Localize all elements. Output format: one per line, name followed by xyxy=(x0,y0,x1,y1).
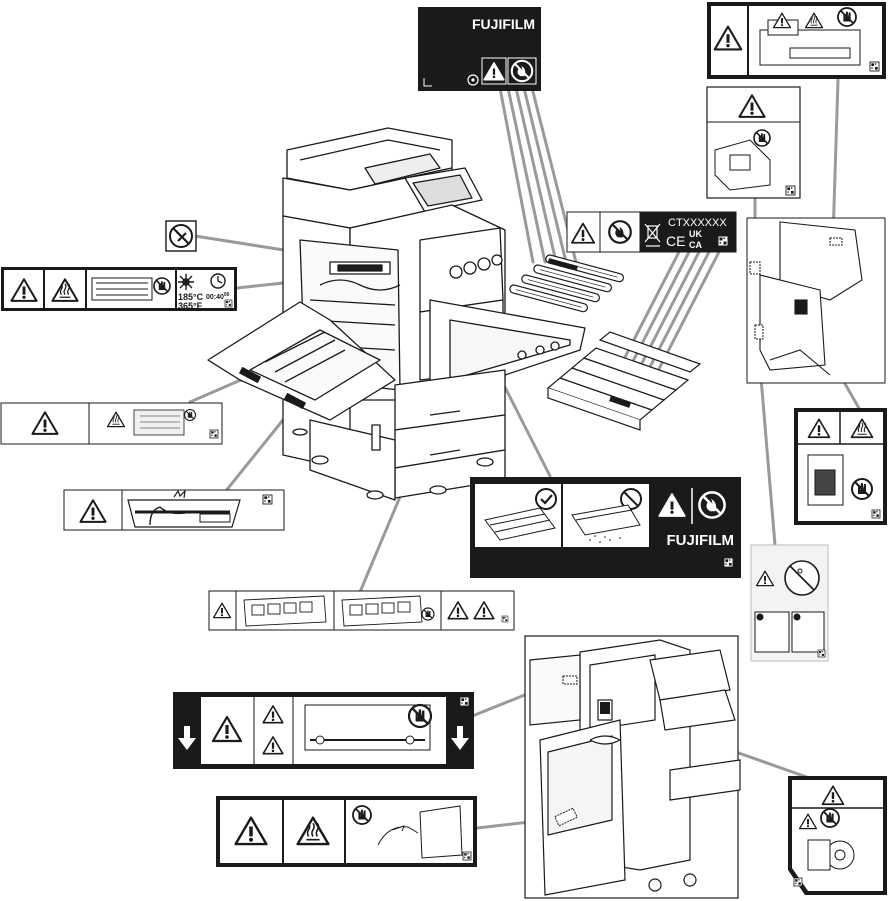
arrow-down-icon-right xyxy=(451,726,469,750)
fuser-cool-time: 00:4000 xyxy=(206,292,230,301)
label-right-hot xyxy=(794,408,887,525)
no-touch-icon xyxy=(153,277,171,295)
no-touch-icon xyxy=(183,408,197,422)
label-finisher-rotating xyxy=(173,692,474,769)
arrow-down-icon-left xyxy=(178,726,196,750)
label-vertical-right xyxy=(706,86,801,199)
right-machine-detail xyxy=(746,217,886,384)
developer-illustration-a xyxy=(243,595,327,627)
no-touch-icon xyxy=(851,478,873,500)
qr-code-icon xyxy=(224,299,233,308)
qr-code-icon xyxy=(462,851,472,861)
no-touch-icon xyxy=(407,703,433,729)
qr-code-icon xyxy=(501,615,509,623)
label-developer-units xyxy=(208,590,515,631)
no-touch-icon xyxy=(820,808,840,828)
ok-check-icon xyxy=(535,488,557,510)
fuser-temp-f: 365°F xyxy=(178,301,203,311)
no-lean-icon xyxy=(784,560,820,596)
label-transfer-hot xyxy=(0,402,223,445)
developer-illustration-b xyxy=(341,595,423,627)
qr-code-icon xyxy=(262,494,273,505)
label-no-tools xyxy=(165,220,197,252)
timer-icon xyxy=(210,273,226,289)
finisher-illustration xyxy=(304,704,431,751)
no-touch-icon xyxy=(837,7,857,27)
prohibited-icon xyxy=(620,488,642,510)
main-printer-illustration xyxy=(207,127,586,501)
finisher-illustration-main xyxy=(524,635,741,899)
drum-correct-illustration xyxy=(484,507,556,541)
scanner-illustration xyxy=(759,19,861,66)
part-illustration xyxy=(807,839,855,871)
label-fujifilm-toner-top: FUJIFILM xyxy=(418,7,541,91)
fuser-illustration xyxy=(91,277,153,301)
ukca-mark-uk: UK xyxy=(689,229,702,239)
no-touch-icon xyxy=(421,607,435,621)
cooling-icon xyxy=(178,274,194,290)
no-touch-icon xyxy=(753,129,771,147)
brand-text-top: FUJIFILM xyxy=(472,16,535,32)
label-fuser-hot: 185°C 365°F 00:4000 xyxy=(1,267,237,311)
ce-mark: CE xyxy=(666,233,685,249)
qr-code-icon xyxy=(717,235,729,247)
step-illustrations xyxy=(754,611,825,653)
drum-cartridges xyxy=(546,331,702,431)
ukca-mark-ca: CA xyxy=(689,240,702,250)
toner-model-code: CTXXXXXX xyxy=(668,217,727,229)
label-finisher-hot xyxy=(216,796,477,867)
label-toner-model: CTXXXXXX CE UK CA xyxy=(566,211,737,253)
qr-code-icon xyxy=(209,429,219,439)
qr-code-icon xyxy=(785,185,796,196)
label-right-tall xyxy=(750,544,829,662)
toner-part-illustration xyxy=(714,139,771,191)
toner-cartridges xyxy=(508,253,625,314)
drum-wrong-illustration xyxy=(571,504,641,536)
qr-code-icon xyxy=(817,649,826,658)
brand-text-drum: FUJIFILM xyxy=(667,532,735,549)
label-top-right xyxy=(707,2,886,79)
fuser-temp-c: 185°C xyxy=(178,292,204,302)
part-illustration xyxy=(807,454,844,506)
no-tools-icon xyxy=(169,224,193,248)
qr-code-icon xyxy=(871,509,881,519)
finisher-hand-illustration xyxy=(377,805,463,859)
no-flame-icon xyxy=(608,220,632,244)
label-bottom-right xyxy=(788,776,887,895)
label-fujifilm-drum: FUJIFILM xyxy=(470,477,741,578)
qr-code-icon xyxy=(459,696,470,707)
weee-bin-icon xyxy=(644,223,661,247)
qr-code-icon xyxy=(869,61,880,72)
qr-code-icon xyxy=(723,557,734,568)
qr-code-icon xyxy=(793,877,803,887)
label-pinch-door xyxy=(63,489,285,531)
no-touch-icon xyxy=(352,805,372,825)
